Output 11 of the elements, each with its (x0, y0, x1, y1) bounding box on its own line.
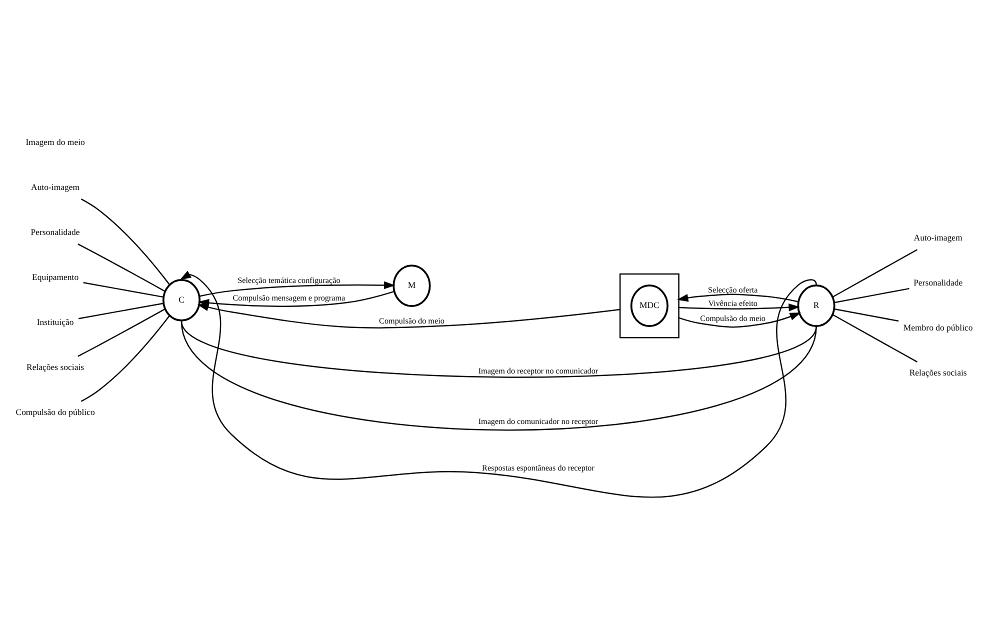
node-text: Relações sociais (909, 368, 967, 378)
node-text: Auto-imagem (914, 232, 962, 243)
label: Imagem do meio (26, 137, 85, 148)
node-text: Equipamento (32, 272, 79, 282)
node-text: Auto-imagem (31, 182, 80, 192)
node-text: Compulsão do público (16, 406, 95, 417)
node-text: Relações sociais (26, 362, 84, 372)
node-text: Personalidade (30, 227, 80, 238)
node-text: Personalidade (914, 278, 963, 288)
node-text: Membro do público (903, 322, 973, 333)
node-text: Instituição (36, 316, 74, 327)
